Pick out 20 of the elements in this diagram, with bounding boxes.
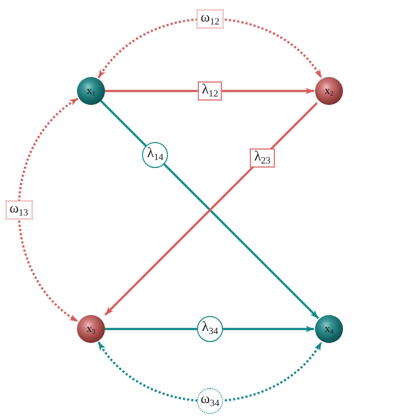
dotted-arrow: [98, 341, 322, 402]
arrow: [105, 326, 314, 332]
edge-label: λ$_{34}$: [197, 316, 223, 342]
edge-label: λ$_{14}$: [142, 142, 168, 168]
dotted-arrow: [98, 18, 322, 79]
node-label: x$_{3}$: [86, 324, 96, 334]
arrow: [105, 88, 314, 94]
edge-label: λ$_{12}$: [198, 82, 222, 100]
dotted-arrow: [18, 98, 79, 322]
sphere-node: [315, 77, 343, 105]
edge-label: λ$_{23}$: [250, 148, 275, 168]
node-label: x$_{4}$: [324, 324, 334, 334]
edge-label: ω$_{34}$: [197, 388, 223, 414]
sphere-node: [77, 315, 105, 343]
edge-label: ω$_{13}$: [5, 200, 32, 220]
sphere-node: [77, 77, 105, 105]
node-label: x$_{1}$: [86, 86, 96, 96]
edge-label: ω$_{12}$: [196, 9, 224, 28]
node-label: x$_{2}$: [324, 86, 334, 96]
sphere-node: [315, 315, 343, 343]
